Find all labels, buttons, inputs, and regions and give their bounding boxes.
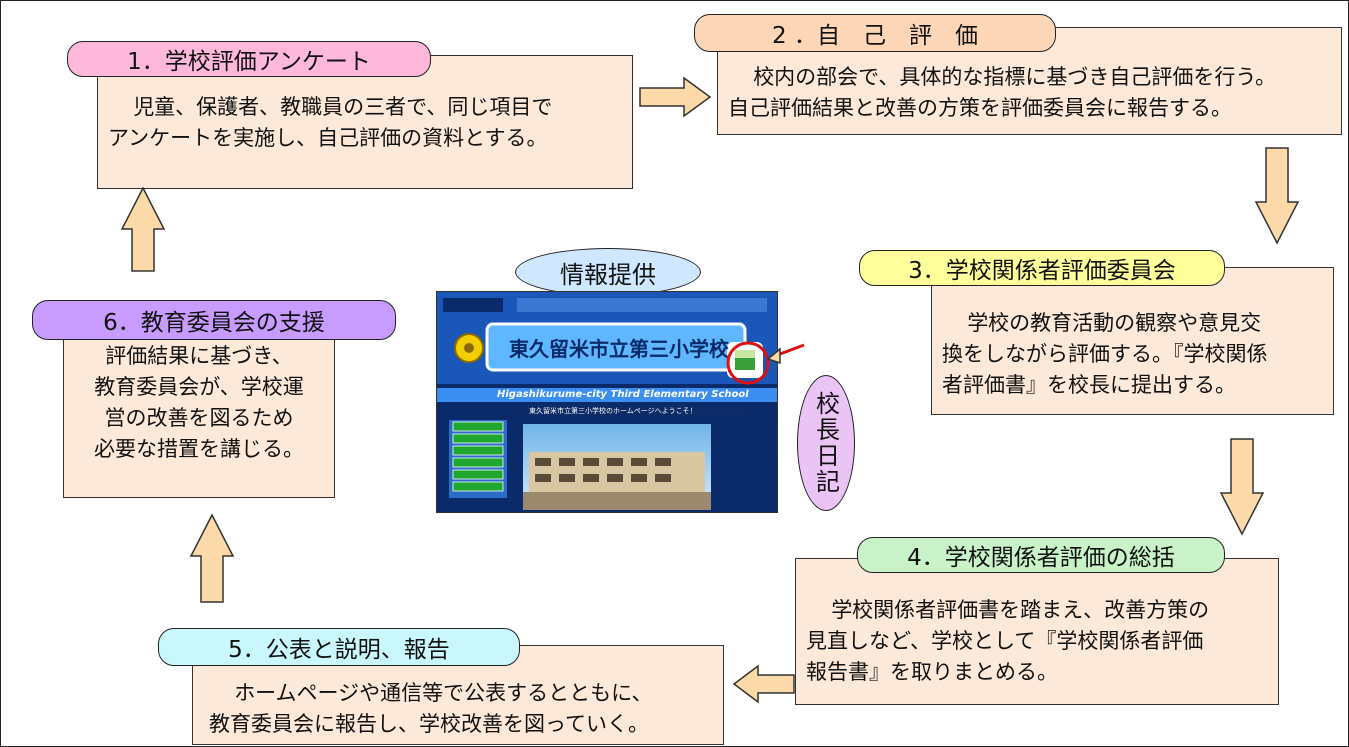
welcome-message: 東久留米市立第三小学校のホームページへようこそ！ — [529, 407, 697, 415]
step6-line-3: 営の改善を図るため — [104, 406, 294, 430]
step3-title: 3．学校関係者評価委員会 — [859, 250, 1225, 286]
arrow-step1-to-step2 — [639, 76, 712, 118]
step1-title: 1．学校評価アンケート — [67, 41, 431, 77]
arrow-step4-to-step5 — [732, 664, 795, 704]
step1-line-2: アンケートを実施し、自己評価の資料とする。 — [108, 126, 548, 150]
step4-line-3: 報告書』を取りまとめる。 — [806, 660, 1058, 684]
step4-title: 4．学校関係者評価の総括 — [857, 537, 1225, 573]
arrow-step2-to-step3 — [1254, 147, 1300, 245]
step4-line-1: 学校関係者評価書を踏まえ、改善方策の — [831, 598, 1210, 622]
arrow-step5-to-step6 — [189, 513, 235, 603]
step1-box: 児童、保護者、教職員の三者で、同じ項目で アンケートを実施し、自己評価の資料とす… — [97, 55, 633, 189]
step4-line-2: 見直しなど、学校として『学校関係者評価 — [806, 629, 1204, 653]
step1-line-1: 児童、保護者、教職員の三者で、同じ項目で — [133, 95, 553, 119]
step3-line-3: 者評価書』を校長に提出する。 — [942, 373, 1236, 397]
step3-line-1: 学校の教育活動の観察や意見交 — [967, 311, 1262, 335]
arrow-step3-to-step4 — [1219, 438, 1265, 536]
step3-box: 学校の教育活動の観察や意見交 換をしながら評価する。『学校関係 者評価書』を校長… — [931, 267, 1334, 415]
step4-box: 学校関係者評価書を踏まえ、改善方策の 見直しなど、学校として『学校関係者評価 報… — [795, 558, 1279, 705]
school-homepage-screenshot[interactable]: 東久留米市立第三小学校 Higashikurume-city Third Ele… — [436, 291, 778, 513]
school-english-name: Higashikurume-city Third Elementary Scho… — [497, 389, 749, 400]
step6-line-2: 教育委員会が、学校運 — [94, 375, 304, 399]
step6-box: 評価結果に基づき、 教育委員会が、学校運 営の改善を図るため 必要な措置を講じる… — [63, 320, 335, 498]
step5-title: 5．公表と説明、報告 — [158, 628, 520, 666]
step5-line-2: 教育委員会に報告し、学校改善を図っていく。 — [209, 712, 649, 736]
step6-title: 6．教育委員会の支援 — [32, 300, 396, 340]
school-name-banner: 東久留米市立第三小学校 — [509, 336, 729, 361]
info-provision-oval: 情報提供 — [515, 248, 701, 296]
principal-diary-oval[interactable]: 校長日記 — [797, 375, 855, 511]
step3-line-2: 換をしながら評価する。『学校関係 — [942, 342, 1268, 366]
step2-title: 2 ．自 己 評 価 — [694, 14, 1056, 52]
step2-line-2: 自己評価結果と改善の方策を評価委員会に報告する。 — [728, 96, 1232, 120]
diary-highlight — [726, 341, 805, 385]
step6-line-4: 必要な措置を講じる。 — [94, 437, 304, 461]
step6-line-1: 評価結果に基づき、 — [105, 344, 293, 368]
step2-line-1: 校内の部会で、具体的な指標に基づき自己評価を行う。 — [753, 65, 1277, 89]
step5-line-1: ホームページや通信等で公表するとともに、 — [234, 681, 653, 705]
homepage-thumbnail — [437, 292, 777, 512]
arrow-step6-to-step1 — [120, 186, 166, 272]
